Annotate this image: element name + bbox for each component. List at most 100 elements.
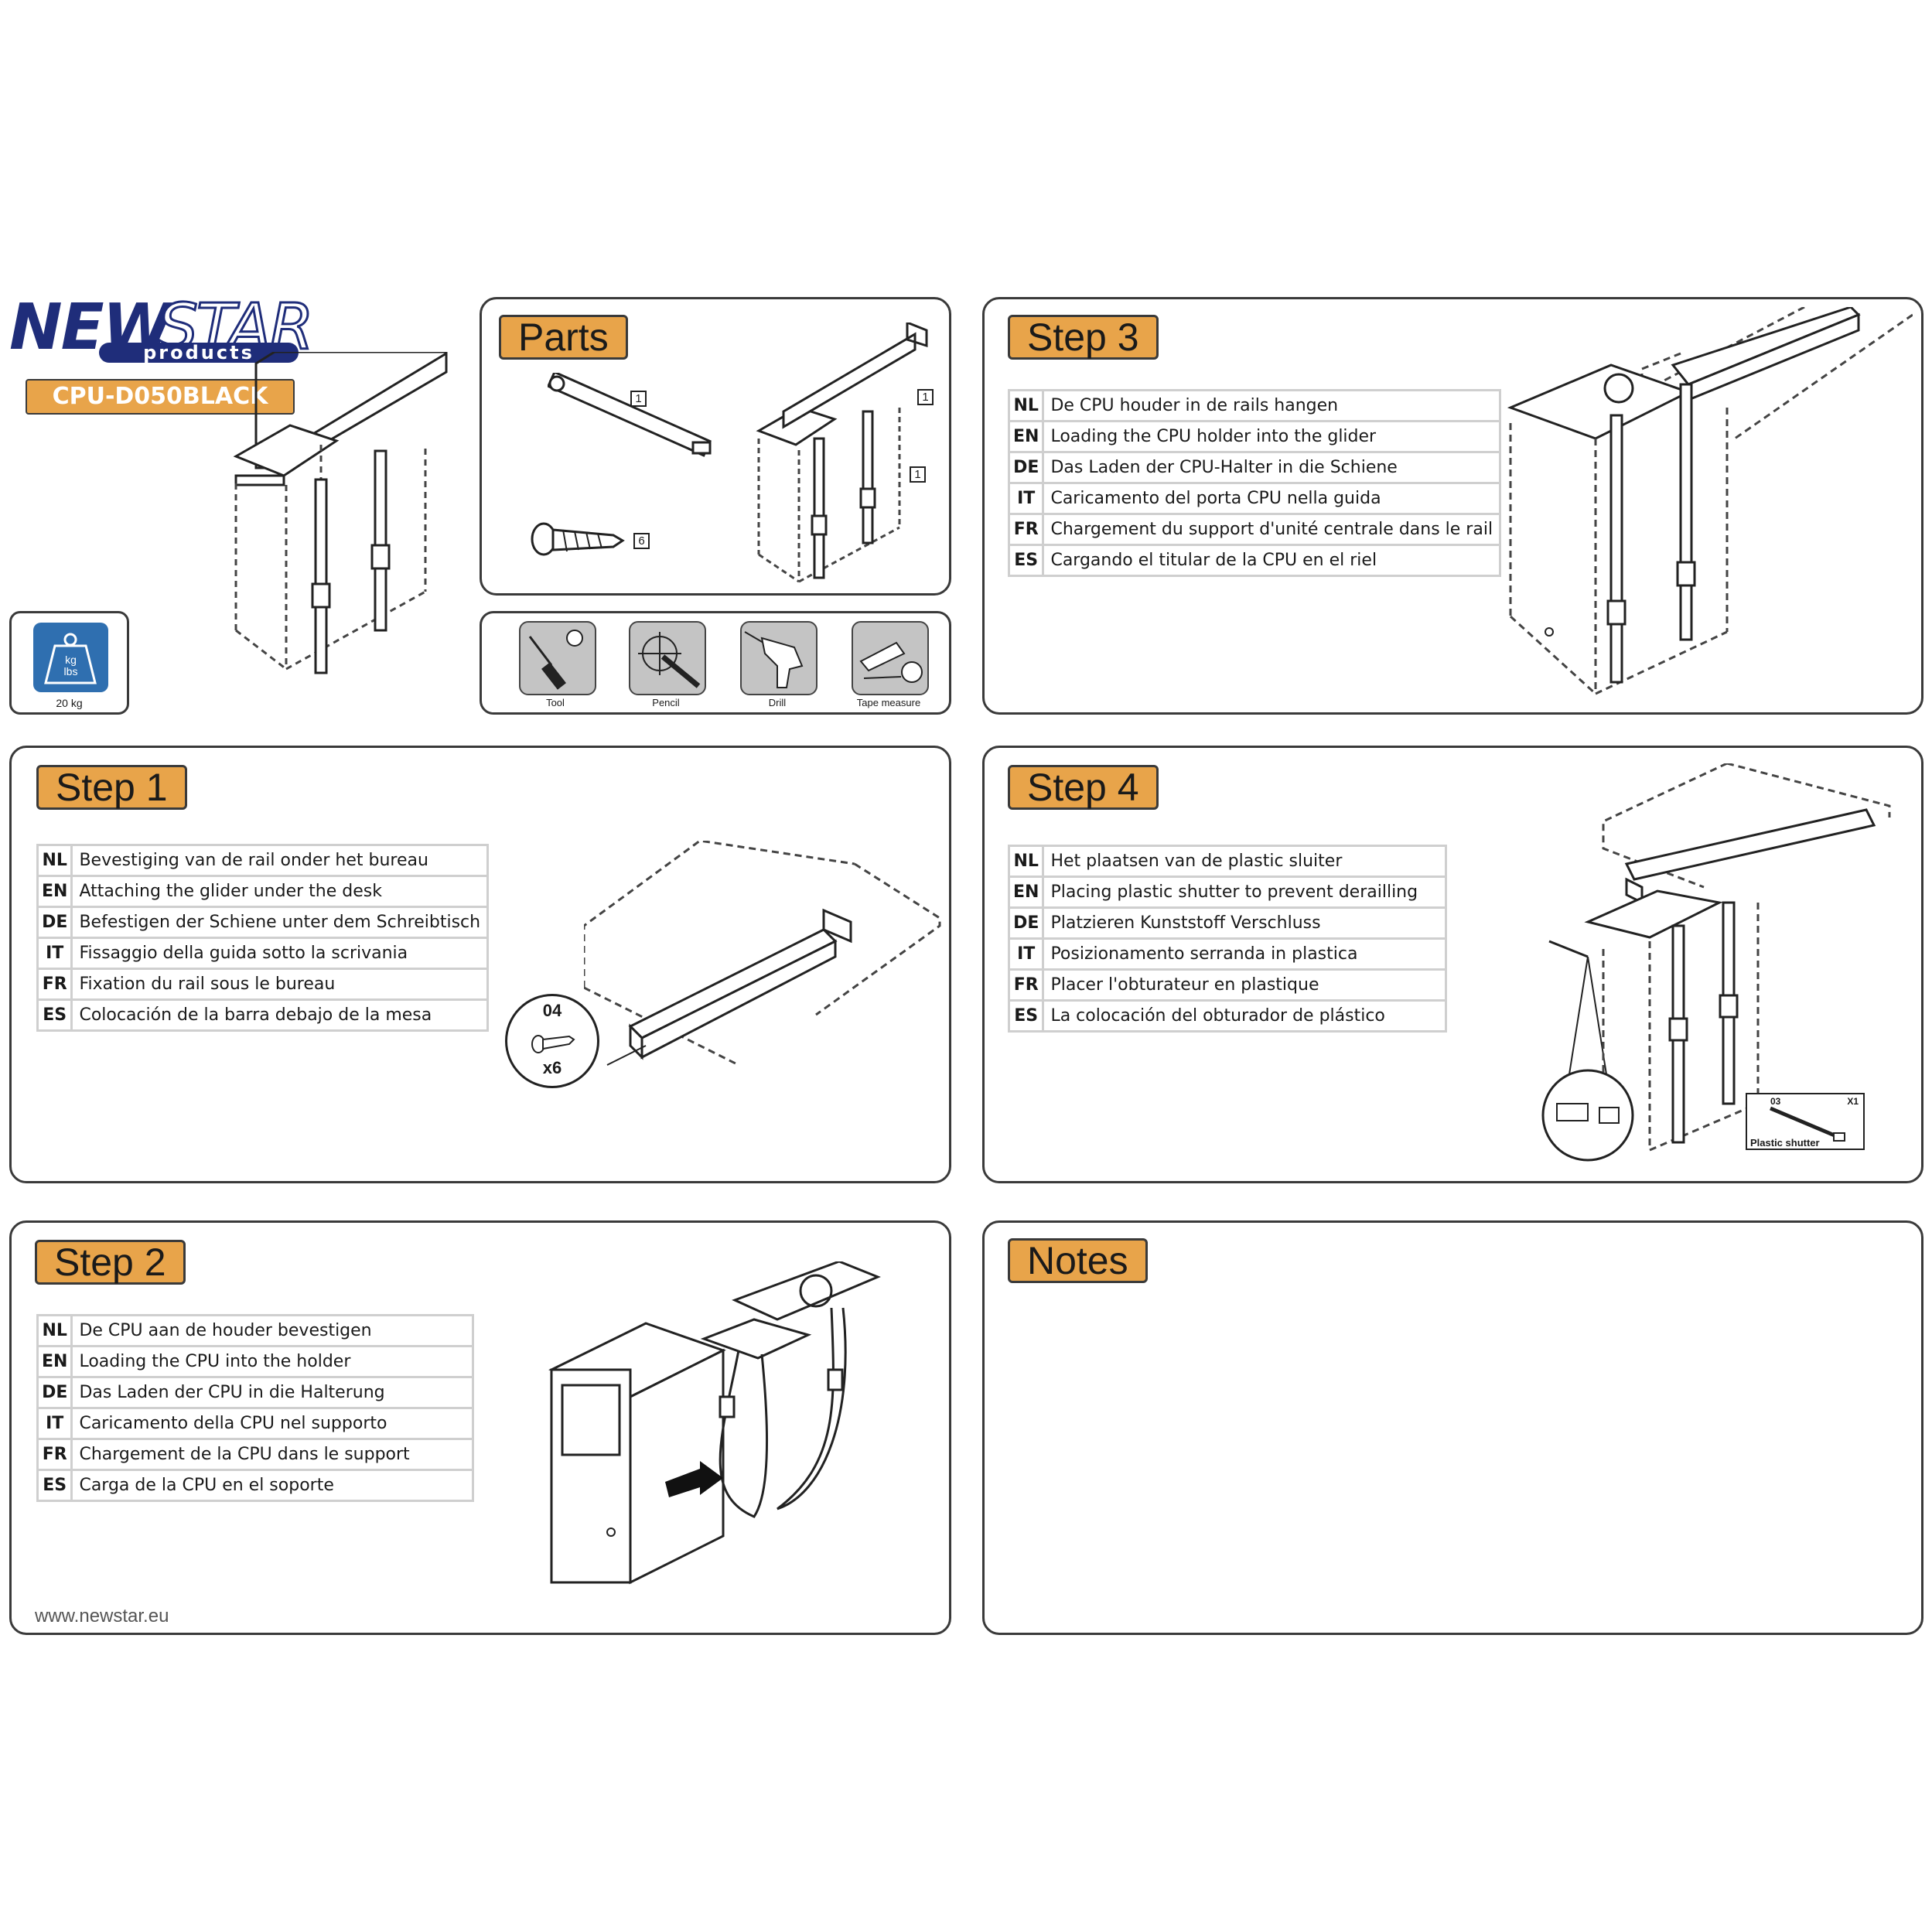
- instruction-text: Posizionamento serranda in plastica: [1042, 937, 1447, 971]
- lang-code: DE: [36, 906, 73, 939]
- weight-unit-kg: kg: [65, 654, 77, 666]
- step2-illustration: [545, 1261, 924, 1602]
- lang-code: EN: [1007, 876, 1045, 909]
- lang-code: FR: [36, 968, 73, 1001]
- tool-drill: [740, 621, 818, 695]
- tools-panel: Tool Pencil Drill Tape measure: [480, 611, 951, 715]
- notes-panel: Notes: [982, 1220, 1923, 1635]
- screw-callout-circle: 04 x6: [505, 994, 599, 1088]
- lang-code: NL: [1007, 845, 1045, 878]
- instruction-text: Befestigen der Schiene unter dem Schreib…: [70, 906, 490, 939]
- instruction-text: Caricamento della CPU nel supporto: [70, 1407, 474, 1440]
- instruction-text: La colocación del obturador de plástico: [1042, 999, 1447, 1033]
- instruction-text: Het plaatsen van de plastic sluiter: [1042, 845, 1447, 878]
- lang-code: ES: [1007, 544, 1045, 577]
- glider-rail-part: [548, 373, 722, 462]
- weight-icon: kg lbs: [33, 623, 108, 692]
- lang-code: IT: [36, 937, 73, 970]
- parts-panel: Parts 1 6 1 1: [480, 297, 951, 596]
- instruction-text: Loading the CPU holder into the glider: [1042, 420, 1502, 453]
- lang-code: IT: [36, 1407, 73, 1440]
- lang-code: ES: [1007, 999, 1045, 1033]
- instruction-text: Loading the CPU into the holder: [70, 1345, 474, 1378]
- instruction-text: Bevestiging van de rail onder het bureau: [70, 844, 490, 877]
- product-illustration: [228, 352, 452, 677]
- shutter-quantity: X1: [1847, 1096, 1859, 1107]
- instruction-text: Attaching the glider under the desk: [70, 875, 490, 908]
- instruction-text: Caricamento del porta CPU nella guida: [1042, 482, 1502, 515]
- brand-logo: NEW STAR products: [8, 290, 317, 368]
- lang-code: FR: [36, 1438, 73, 1471]
- parts-assembly-illustration: [737, 323, 938, 585]
- parts-callout-1a: 1: [630, 391, 647, 407]
- lang-code: EN: [36, 875, 73, 908]
- tool-tape-measure: [852, 621, 929, 695]
- instruction-text: Placer l'obturateur en plastique: [1042, 968, 1447, 1002]
- tool-label-pencil: Pencil: [652, 697, 680, 708]
- notes-title: Notes: [1008, 1238, 1148, 1283]
- lang-code: IT: [1007, 937, 1045, 971]
- lang-code: NL: [1007, 389, 1045, 422]
- step4-title: Step 4: [1008, 765, 1159, 810]
- instruction-text: Platzieren Kunststoff Verschluss: [1042, 906, 1447, 940]
- step3-illustration: [1495, 307, 1913, 709]
- instruction-text: De CPU houder in de rails hangen: [1042, 389, 1502, 422]
- instruction-text: Carga de la CPU en el soporte: [70, 1469, 474, 1502]
- brand-sub-bar: products: [99, 343, 299, 363]
- weight-value: 20 kg: [56, 697, 83, 709]
- tool-label-tape-measure: Tape measure: [856, 697, 921, 708]
- brand-sub: products: [143, 342, 254, 364]
- model-number: CPU-D050BLACK: [52, 383, 268, 410]
- tool-label-tool: Tool: [546, 697, 565, 708]
- parts-title: Parts: [499, 315, 628, 360]
- screw-code: 04: [542, 1001, 562, 1020]
- instruction-text: Chargement de la CPU dans le support: [70, 1438, 474, 1471]
- model-badge: CPU-D050BLACK: [26, 379, 295, 415]
- tool-label-drill: Drill: [768, 697, 787, 708]
- shutter-label: Plastic shutter: [1750, 1137, 1820, 1149]
- parts-callout-1b: 1: [917, 389, 934, 405]
- instruction-text: Chargement du support d'unité centrale d…: [1042, 513, 1502, 546]
- tool-screwdriver: [519, 621, 596, 695]
- instruction-text: De CPU aan de houder bevestigen: [70, 1314, 474, 1347]
- instruction-text: Colocación de la barra debajo de la mesa: [70, 998, 490, 1032]
- screw-part: [528, 508, 629, 570]
- lang-code: DE: [1007, 906, 1045, 940]
- lang-code: EN: [36, 1345, 73, 1378]
- lang-code: EN: [1007, 420, 1045, 453]
- parts-callout-1c: 1: [910, 466, 926, 483]
- weight-capacity-box: kg lbs 20 kg: [9, 611, 129, 715]
- lang-code: ES: [36, 1469, 73, 1502]
- step2-title: Step 2: [35, 1240, 186, 1285]
- weight-unit-lbs: lbs: [63, 665, 78, 678]
- lang-code: NL: [36, 1314, 73, 1347]
- lang-code: IT: [1007, 482, 1045, 515]
- instruction-text: Fissaggio della guida sotto la scrivania: [70, 937, 490, 970]
